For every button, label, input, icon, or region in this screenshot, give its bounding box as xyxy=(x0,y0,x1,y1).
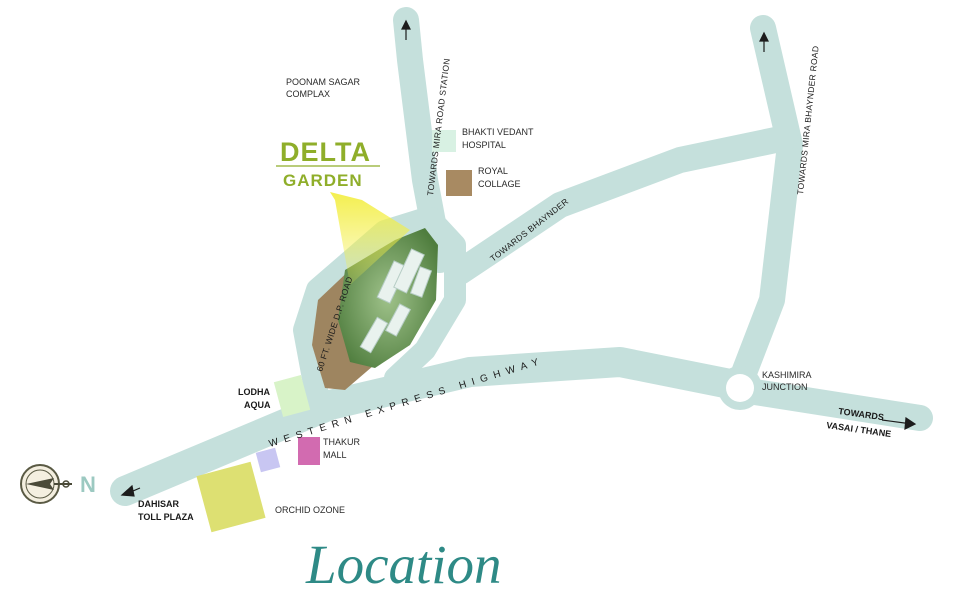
label-lodha-1: LODHA xyxy=(238,387,270,397)
label-poonam-1: POONAM SAGAR xyxy=(286,77,361,87)
label-thakur-2: MALL xyxy=(323,450,347,460)
label-orchid: ORCHID OZONE xyxy=(275,505,345,515)
label-dahisar-1: DAHISAR xyxy=(138,499,180,509)
arrow-left-dahisar xyxy=(120,484,141,497)
site-loop-road xyxy=(384,207,466,389)
label-kashimira-1: KASHIMIRA xyxy=(762,370,812,380)
label-dahisar-2: TOLL PLAZA xyxy=(138,512,194,522)
compass-icon xyxy=(20,464,72,504)
mira-bhayander-road xyxy=(729,15,803,391)
site-buildings xyxy=(359,248,433,354)
orchid-ozone-block xyxy=(196,461,266,533)
kashimira-roundabout-center xyxy=(726,374,754,402)
label-mira-bhayander-road: TOWARDS MIRA BHAYNDER ROAD xyxy=(795,45,821,195)
label-royal-2: COLLAGE xyxy=(478,179,521,189)
label-lodha-2: AQUA xyxy=(244,400,271,410)
arrow-up-mira-bhayander xyxy=(759,31,769,52)
highlight-beam xyxy=(330,192,410,285)
label-bhakti-2: HOSPITAL xyxy=(462,140,506,150)
label-thakur-1: THAKUR xyxy=(323,437,361,447)
roads xyxy=(110,7,933,506)
label-poonam-2: COMPLAX xyxy=(286,89,330,99)
western-express-highway xyxy=(110,347,750,506)
small-lilac-block xyxy=(255,447,281,473)
royal-college-block xyxy=(446,170,472,196)
page-title: Location xyxy=(305,534,502,595)
watermark xyxy=(410,260,419,298)
highway-to-vasai xyxy=(742,379,933,431)
north-label: N xyxy=(80,472,96,497)
brand-garden: GARDEN xyxy=(283,171,363,190)
label-kashimira-2: JUNCTION xyxy=(762,382,808,392)
bhakti-vedant-hospital-block xyxy=(432,130,456,152)
brand-delta: DELTA xyxy=(280,137,371,167)
thakur-mall-block xyxy=(298,437,320,465)
label-royal-1: ROYAL xyxy=(478,166,508,176)
lodha-aqua-block xyxy=(273,374,311,418)
bhaynder-road xyxy=(447,125,798,285)
direction-arrows xyxy=(120,19,917,497)
arrow-up-mira-road xyxy=(401,19,411,40)
arrow-right-vasai xyxy=(881,416,917,431)
label-bhakti-1: BHAKTI VEDANT xyxy=(462,127,534,137)
